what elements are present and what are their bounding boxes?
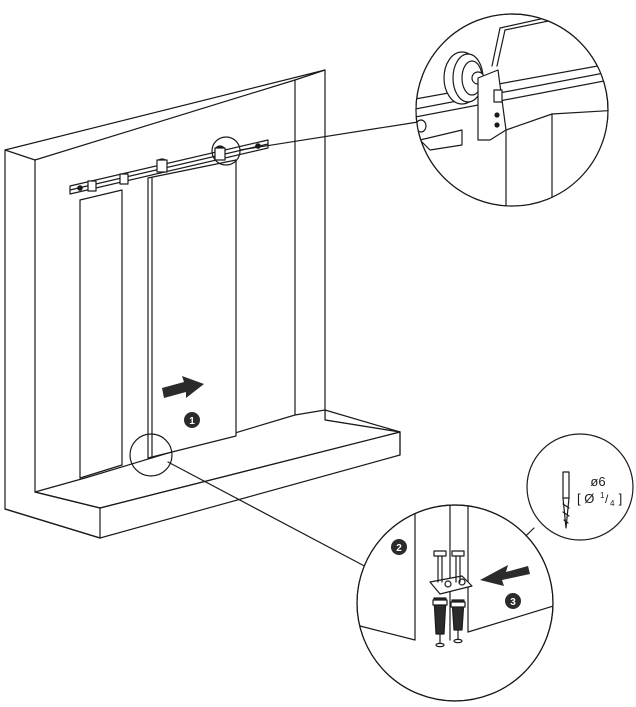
svg-text:]: ]: [615, 491, 622, 506]
guide-leader-line: [167, 461, 373, 571]
roller-leader-line: [239, 121, 419, 151]
roller-detail-view: [415, 13, 609, 207]
step-1-label: 1: [189, 416, 195, 427]
step-2-marker: 2: [391, 539, 407, 555]
slide-arrow: [162, 376, 204, 398]
step-2-label: 2: [396, 543, 402, 554]
floor-guide-detail-marker: [129, 433, 173, 477]
step-3-label: 3: [510, 597, 516, 608]
barn-door: [147, 159, 237, 459]
svg-text:4: 4: [610, 499, 615, 508]
roller-detail-marker: [211, 136, 241, 166]
drill-size-imperial: [ Ø 1 / 4 ]: [577, 491, 622, 508]
step-3-marker: 3: [505, 593, 521, 609]
floor-platform: [4, 409, 401, 539]
track-rail: [69, 139, 269, 195]
svg-text:[ Ø: [ Ø: [577, 491, 598, 506]
doorway: [79, 189, 123, 479]
drill-size-metric: ø6: [590, 474, 605, 489]
drill-bit-detail-view: ø6 [ Ø 1 / 4 ]: [526, 433, 634, 541]
drill-direction-arrow: [480, 565, 530, 586]
floor-guide-detail-view: [356, 504, 554, 702]
svg-text:/: /: [605, 492, 609, 506]
step-1-marker: 1: [184, 412, 200, 428]
svg-text:1: 1: [600, 491, 605, 500]
drill-bit-icon: [562, 471, 570, 529]
